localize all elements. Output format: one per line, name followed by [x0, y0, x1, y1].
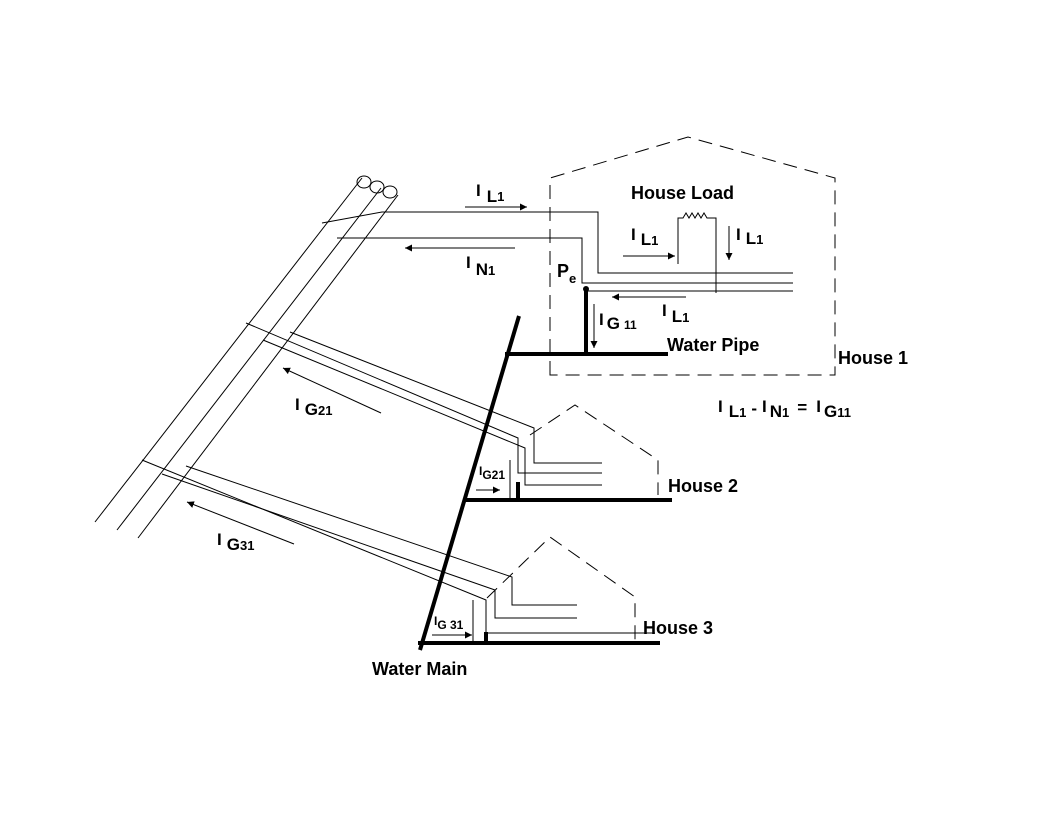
house3 [141, 459, 660, 645]
house2-label: House 2 [668, 476, 738, 496]
current-arrows [186, 203, 733, 639]
house1-service-conductors [321, 211, 793, 293]
ig31-house-label: IG 31 [434, 614, 464, 632]
house1-outline [549, 136, 836, 376]
pe-label: Pe [557, 261, 576, 286]
house2 [245, 322, 672, 502]
house1-label: House 1 [838, 348, 908, 368]
arrow-ig31 [186, 501, 295, 545]
house-load-label: House Load [631, 183, 734, 203]
water-main-pipe [418, 315, 521, 651]
ig21-house-label: IG21 [479, 464, 505, 482]
water-pipe-label: Water Pipe [667, 335, 759, 355]
water-main-label: Water Main [372, 659, 467, 679]
house3-label: House 3 [643, 618, 713, 638]
house1-ground-connection [505, 286, 668, 356]
arrow-ig21 [282, 367, 382, 414]
